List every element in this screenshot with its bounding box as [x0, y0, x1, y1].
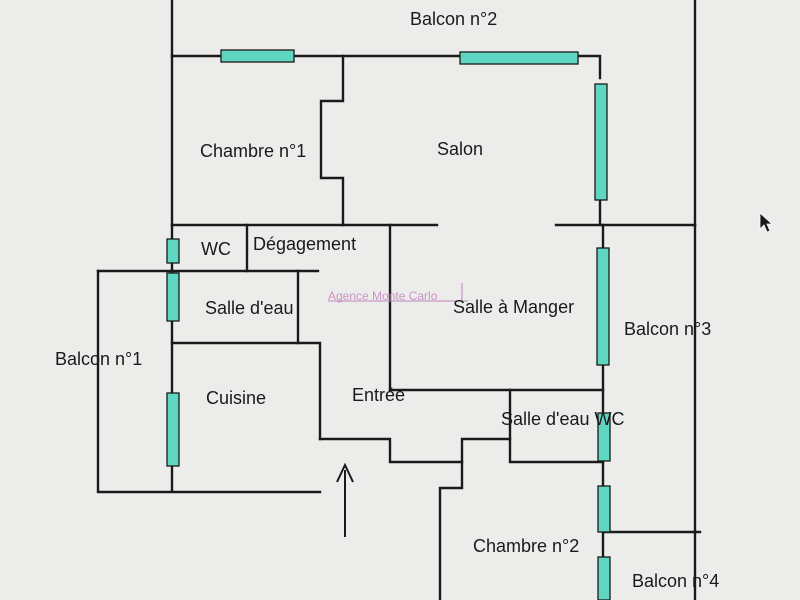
- label-cuisine: Cuisine: [206, 388, 266, 408]
- window-chambre1-top: [220, 49, 295, 63]
- window-chambre2-b: [597, 556, 611, 600]
- mouse-pointer-icon: [759, 212, 774, 233]
- window-salle-eau: [166, 272, 180, 322]
- label-balcon-1: Balcon n°1: [55, 349, 142, 369]
- watermark-text: Agence Monte Carlo: [328, 289, 438, 303]
- label-entree: Entrée: [352, 385, 405, 405]
- window-chambre2-a: [597, 485, 611, 533]
- window-salon-top: [459, 51, 579, 65]
- window-salle-manger: [596, 247, 610, 366]
- label-wc: WC: [201, 239, 231, 259]
- label-salle-a-manger: Salle à Manger: [453, 297, 574, 317]
- up-arrow-icon: [336, 462, 354, 537]
- label-chambre-1: Chambre n°1: [200, 141, 306, 161]
- window-cuisine: [166, 392, 180, 467]
- label-salle-eau: Salle d'eau: [205, 298, 294, 318]
- label-balcon-2: Balcon n°2: [410, 9, 497, 29]
- walls: [96, 54, 697, 600]
- label-balcon-3: Balcon n°3: [624, 319, 711, 339]
- label-balcon-4: Balcon n°4: [632, 571, 719, 591]
- label-chambre-2: Chambre n°2: [473, 536, 579, 556]
- window-salon-right: [594, 83, 608, 201]
- watermark: Agence Monte Carlo: [328, 283, 468, 303]
- label-degagement: Dégagement: [253, 234, 356, 254]
- window-wc: [166, 238, 180, 264]
- label-salon: Salon: [437, 139, 483, 159]
- windows: [166, 49, 611, 600]
- label-salle-eau-wc: Salle d'eau WC: [501, 409, 625, 429]
- outer-frame-lines: [170, 0, 702, 600]
- room-labels: Balcon n°2 Chambre n°1 Salon WC Dégageme…: [55, 9, 719, 591]
- window-salle-eau-wc: [597, 412, 611, 462]
